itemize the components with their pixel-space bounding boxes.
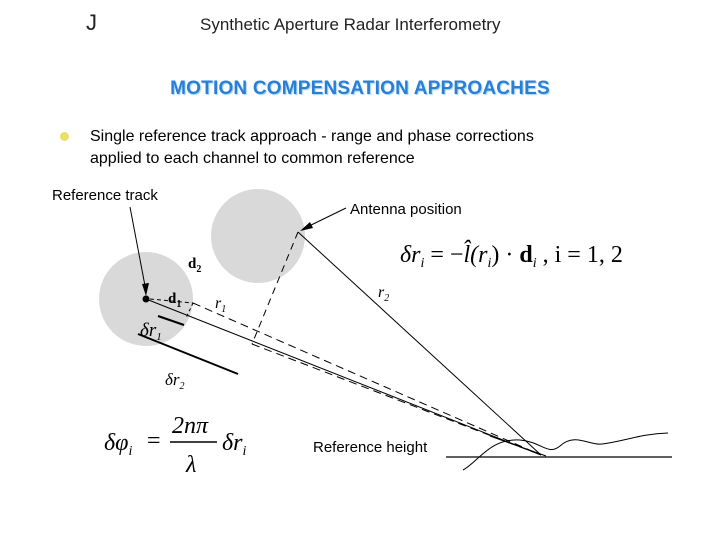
terrain-profile (462, 432, 669, 471)
dr1-label: δr1 (140, 320, 162, 343)
bullet-text: Single reference track approach - range … (90, 126, 690, 170)
dr2-label: δr2 (165, 370, 185, 392)
bullet-line-2: applied to each channel to common refere… (90, 150, 415, 167)
r2-label: r2 (378, 284, 389, 304)
antenna1-range-dashed (192, 302, 542, 456)
reference-track-arrowhead (142, 283, 149, 296)
phase-correction-equals: = (147, 428, 161, 454)
r1-line (145, 298, 542, 456)
bullet-line-1: Single reference track approach - range … (90, 128, 534, 145)
phase-correction-denominator: λ (185, 452, 196, 478)
logo-glyph: J (86, 10, 97, 35)
reference-track-label: Reference track (52, 187, 158, 204)
phase-correction-rhs: δri (222, 430, 247, 459)
phase-correction-numerator: 2nπ (172, 413, 209, 439)
antenna-2-circle (211, 189, 305, 283)
d1-projection (185, 302, 194, 319)
d1-vector (149, 298, 194, 304)
header-title: Synthetic Aperture Radar Interferometry (200, 15, 501, 34)
dr1-bar (157, 315, 185, 326)
d2-vector (251, 231, 299, 345)
range-correction-equation: δri = −l̂(ri) · di , i = 1, 2 (400, 240, 623, 271)
slide-title: MOTION COMPENSATION APPROACHES (170, 78, 550, 99)
phase-correction-lhs: δφi (104, 430, 132, 459)
d2-label: d2 (188, 256, 201, 275)
antenna-position-pointer (304, 207, 347, 229)
d1-label: d1 (168, 291, 181, 310)
antenna-position-label: Antenna position (350, 201, 462, 218)
r1-label: r1 (215, 295, 226, 315)
reference-track-pointer (129, 206, 147, 292)
antenna-position-arrowhead (300, 222, 313, 231)
reference-height-label: Reference height (313, 439, 428, 456)
r2-line (297, 231, 542, 456)
bullet-icon (60, 132, 69, 141)
dr2-bar (137, 333, 239, 375)
terrain-ridge (489, 435, 547, 457)
